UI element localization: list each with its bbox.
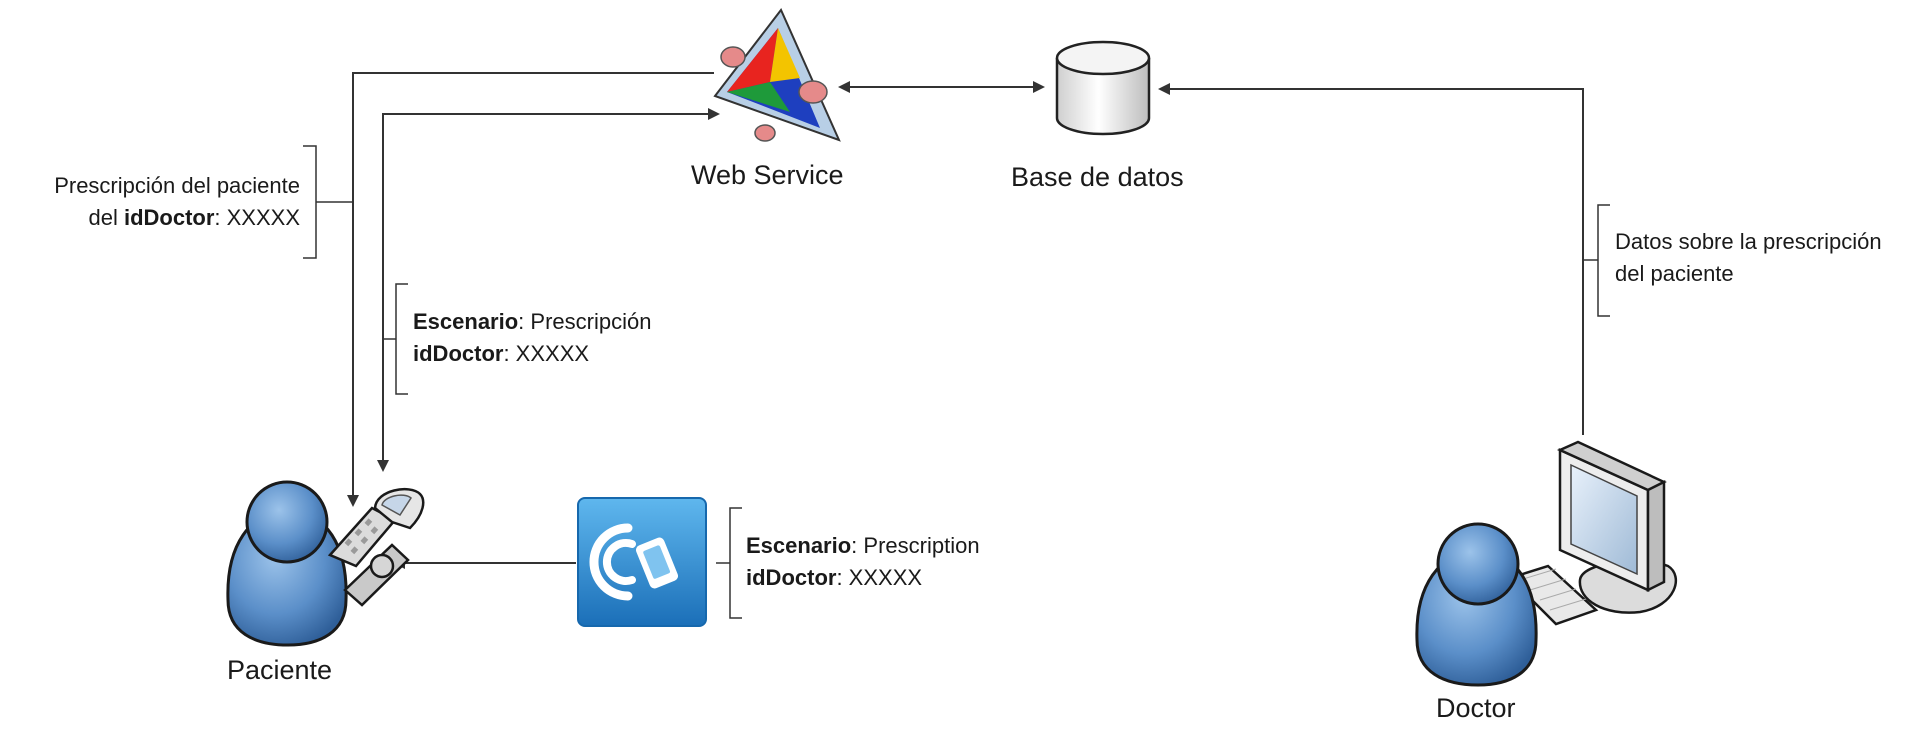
nfc-tag-icon — [577, 497, 707, 627]
note-nfc-iddoctor: idDoctor: XXXXX — [746, 565, 923, 590]
bracket-return-prescription — [303, 145, 353, 259]
note-return-line2: del idDoctor: XXXXX — [88, 205, 300, 230]
doctor-icon — [1415, 522, 1538, 687]
database-label: Base de datos — [1011, 162, 1184, 192]
note-doctor-line2: del paciente — [1615, 261, 1734, 286]
note-nfc-scenario: Escenario: Prescription — [746, 533, 980, 558]
mobile-phone-icon — [327, 487, 425, 607]
note-request-iddoctor: idDoctor: XXXXX — [413, 341, 590, 366]
note-return-line1: Prescripción del paciente — [54, 173, 300, 198]
note-doctor-line1: Datos sobre la prescripción — [1615, 229, 1882, 254]
note-doctor-data: Datos sobre la prescripción del paciente — [1615, 226, 1882, 290]
web-service-label: Web Service — [691, 160, 844, 190]
note-return-prescription: Prescripción del paciente del idDoctor: … — [54, 170, 300, 234]
note-nfc-tag: Escenario: Prescription idDoctor: XXXXX — [746, 530, 980, 594]
doctor-to-db-arrow — [1158, 83, 1584, 435]
patient-to-ws-arrow — [377, 108, 720, 472]
bracket-nfc-tag — [716, 507, 742, 619]
computer-icon — [1507, 440, 1678, 626]
web-service-icon — [713, 8, 841, 142]
ws-to-patient-arrow — [347, 72, 714, 507]
patient-label: Paciente — [227, 655, 333, 685]
database-icon — [1055, 40, 1151, 136]
bracket-doctor-data — [1583, 204, 1610, 317]
doctor-label: Doctor — [1436, 693, 1516, 723]
note-request-ws: Escenario: Prescripción idDoctor: XXXXX — [413, 306, 651, 370]
note-request-scenario: Escenario: Prescripción — [413, 309, 652, 334]
patient-icon — [226, 480, 348, 647]
bracket-request-ws — [383, 283, 408, 395]
